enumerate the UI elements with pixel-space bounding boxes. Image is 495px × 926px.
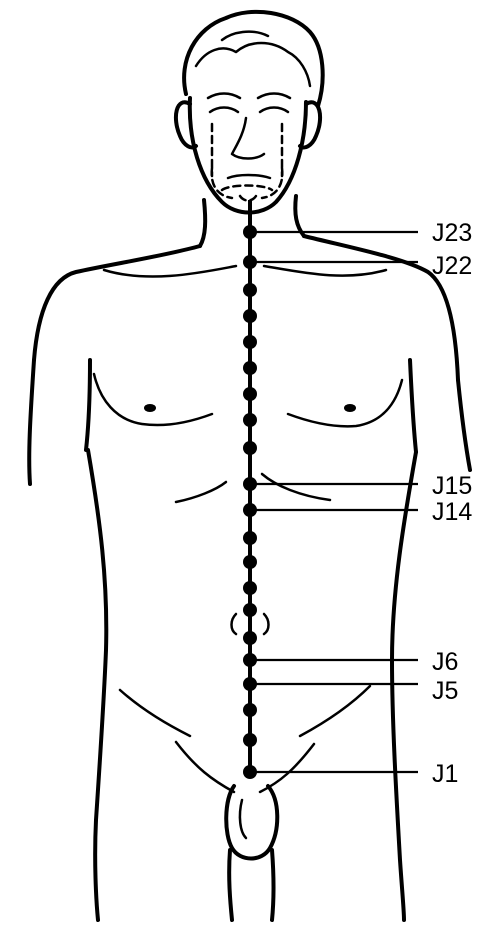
point-label-J14: J14 xyxy=(432,498,472,526)
meridian-point-dot xyxy=(243,413,257,427)
label-J1: J1 xyxy=(250,760,458,788)
meridian-point-dot xyxy=(243,581,257,595)
label-J23: J23 xyxy=(250,219,472,247)
meridian-point-dot xyxy=(243,531,257,545)
point-label-J23: J23 xyxy=(432,219,472,247)
point-labels: J23 J22 J15 J14 J6 J5 J1 xyxy=(250,219,472,788)
meridian-point-dot xyxy=(243,441,257,455)
point-label-J15: J15 xyxy=(432,472,472,500)
meridian-point-dot xyxy=(243,309,257,323)
meridian-point-dot xyxy=(243,283,257,297)
meridian-point-dot xyxy=(243,733,257,747)
meridian-point-dot xyxy=(243,335,257,349)
label-J15: J15 xyxy=(250,472,472,500)
point-label-J6: J6 xyxy=(432,648,458,676)
meridian-point-dot xyxy=(243,387,257,401)
meridian-point-dot xyxy=(243,631,257,645)
label-J14: J14 xyxy=(250,498,472,526)
meridian-point-dot xyxy=(243,703,257,717)
point-label-J1: J1 xyxy=(432,760,458,788)
meridian-point-dot xyxy=(243,555,257,569)
conception-vessel xyxy=(243,200,257,779)
point-label-J22: J22 xyxy=(432,252,472,280)
meridian-point-dot xyxy=(243,361,257,375)
point-label-J5: J5 xyxy=(432,677,458,705)
label-J6: J6 xyxy=(250,648,458,676)
head-figure xyxy=(176,12,323,213)
meridian-point-dot xyxy=(243,603,257,617)
